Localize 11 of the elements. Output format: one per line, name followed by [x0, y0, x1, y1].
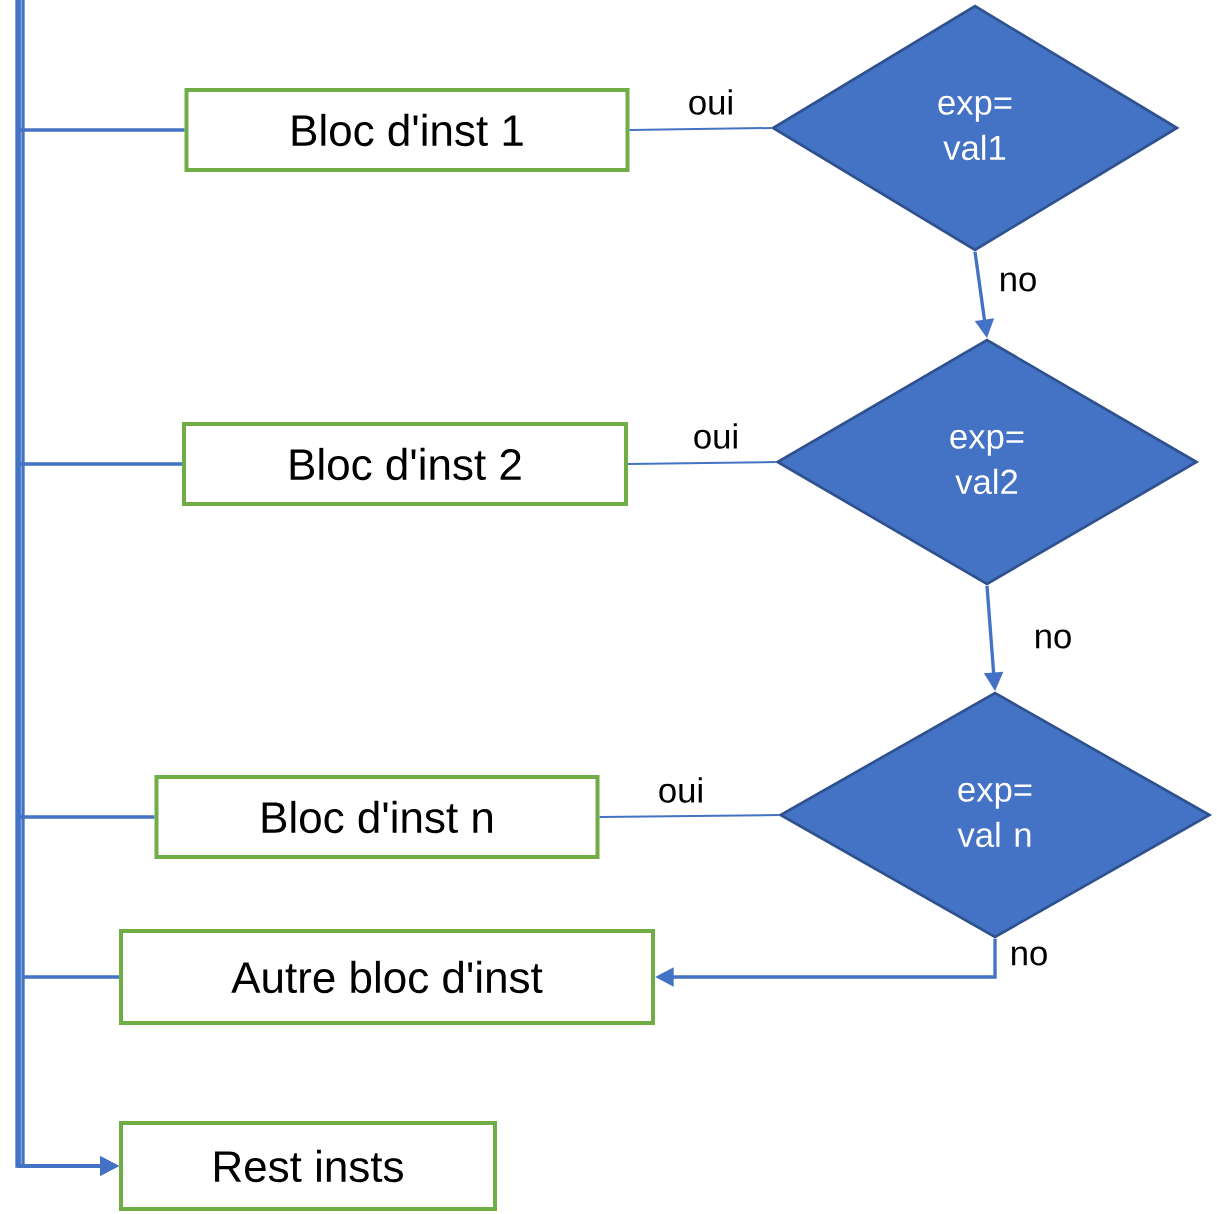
process-box: Rest insts: [119, 1121, 497, 1211]
edge-label: oui: [656, 775, 706, 805]
edge-label: no: [1032, 628, 1074, 650]
edge-label: oui: [686, 87, 736, 117]
process-box: Bloc d'inst 1: [184, 88, 630, 172]
process-box: Autre bloc d'inst: [119, 929, 655, 1025]
edge-label: oui: [691, 421, 741, 451]
process-box: Bloc d'inst n: [154, 775, 600, 859]
edge-label: no: [1008, 945, 1050, 967]
process-box: Bloc d'inst 2: [182, 422, 628, 506]
edge-label: no: [997, 271, 1039, 293]
